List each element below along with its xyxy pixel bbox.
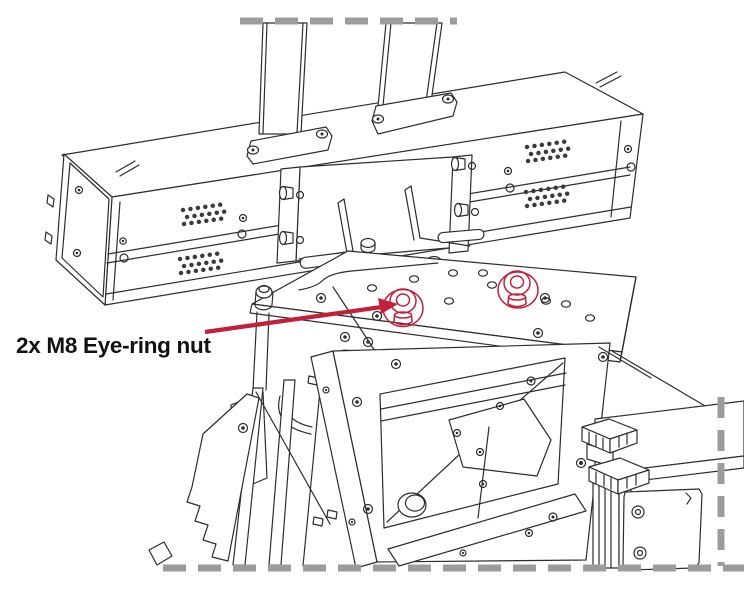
knob-screw bbox=[453, 202, 480, 218]
strap-clamp-left bbox=[246, 126, 333, 165]
tube-end-cap bbox=[581, 418, 638, 454]
annotation-arrow bbox=[204, 298, 398, 335]
knob-screw bbox=[278, 185, 305, 201]
hanging-strap-left bbox=[258, 22, 308, 135]
inner-truss-plate bbox=[448, 398, 552, 477]
tube-end-cap bbox=[588, 457, 650, 495]
strap-clamp-right bbox=[371, 92, 458, 135]
callout-circle bbox=[497, 271, 539, 309]
continuation-dashes bbox=[163, 17, 744, 572]
side-plate bbox=[622, 488, 703, 571]
annotation-label: 2x M8 Eye-ring nut bbox=[16, 333, 211, 358]
left-support-legs bbox=[148, 375, 338, 567]
notched-bracket bbox=[186, 393, 260, 562]
top-plate bbox=[249, 250, 637, 391]
eye-ring-nut-right bbox=[497, 270, 539, 309]
mounting-bracket bbox=[276, 154, 485, 281]
knob-screw bbox=[278, 230, 305, 246]
knob-screw bbox=[450, 156, 477, 172]
bearing-hole bbox=[397, 492, 427, 518]
support-frame bbox=[310, 286, 611, 569]
